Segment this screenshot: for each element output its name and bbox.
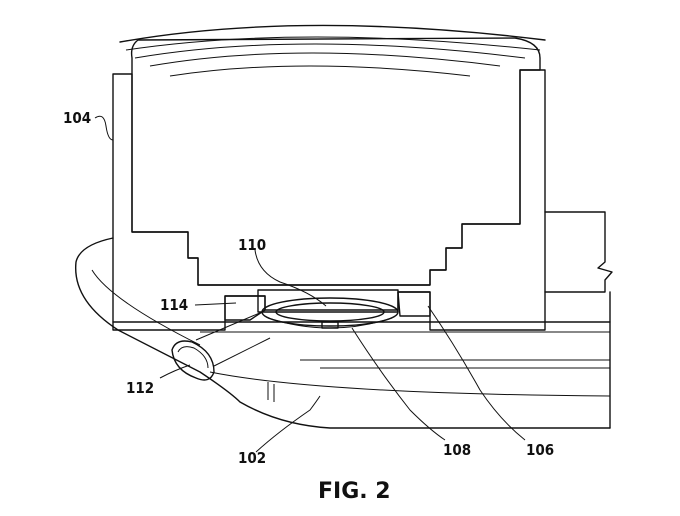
sensor-element <box>257 289 399 329</box>
port-opening <box>171 311 271 381</box>
device-housing <box>75 211 613 429</box>
cap-body <box>112 24 546 331</box>
label-106: 106 <box>526 441 554 459</box>
label-104: 104 <box>63 109 91 127</box>
label-110: 110 <box>238 236 266 254</box>
label-102: 102 <box>238 449 266 467</box>
label-108: 108 <box>443 441 471 459</box>
label-112: 112 <box>126 379 154 397</box>
leader-lines <box>94 115 526 453</box>
label-114: 114 <box>160 296 188 314</box>
figure-caption: FIG. 2 <box>318 479 391 504</box>
seal-rings <box>224 291 431 321</box>
